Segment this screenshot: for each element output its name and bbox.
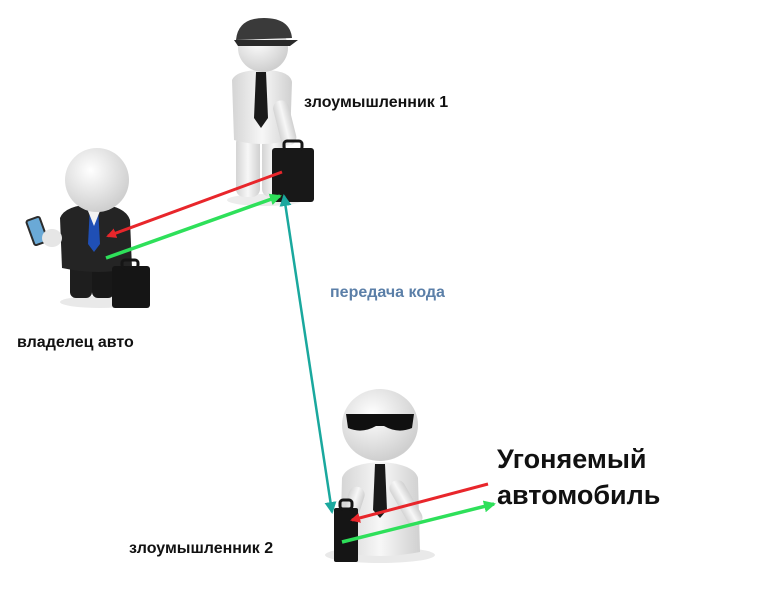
attacker1-label: злоумышленник 1 bbox=[304, 94, 449, 111]
target-car-label-line1: Угоняемый bbox=[497, 444, 647, 474]
target-car-label-line2: автомобиль bbox=[497, 480, 661, 510]
owner-figure-icon bbox=[25, 148, 150, 308]
response-arrow-to-attacker1 bbox=[105, 193, 282, 260]
attacker2-label: злоумышленник 2 bbox=[129, 540, 274, 557]
request-arrow-to-owner bbox=[106, 170, 283, 238]
transfer-label: передача кода bbox=[330, 284, 445, 301]
request-arrow-to-attacker2 bbox=[350, 482, 489, 523]
attacker2-figure-icon bbox=[325, 389, 435, 563]
response-arrow-to-car bbox=[341, 500, 496, 544]
owner-label: владелец авто bbox=[17, 334, 134, 351]
attacker1-figure-icon bbox=[227, 18, 314, 206]
relay-arrow bbox=[279, 194, 337, 514]
